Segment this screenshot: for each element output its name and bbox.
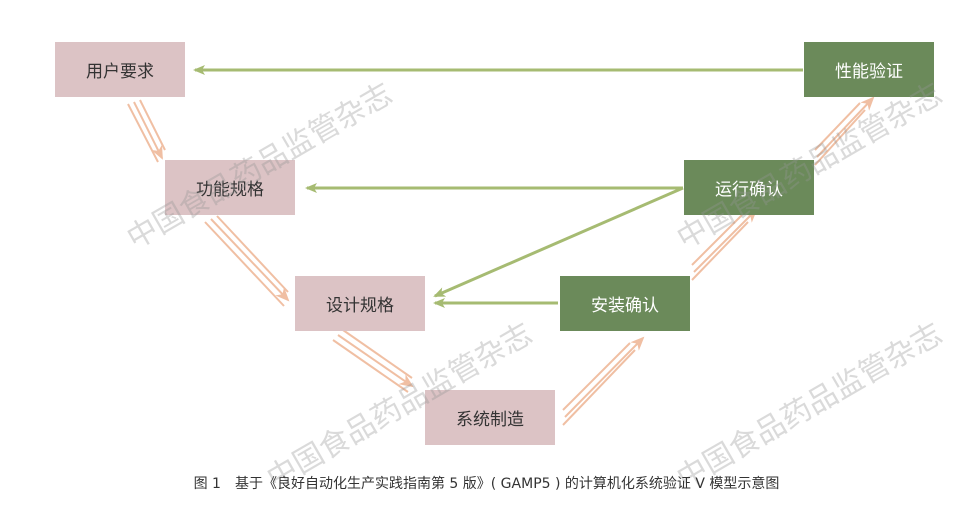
box-installation-qualification: 安装确认	[560, 276, 690, 331]
arrow-build-to-iq	[562, 336, 645, 426]
box-user-requirements: 用户要求	[55, 42, 185, 97]
box-system-build: 系统制造	[425, 390, 555, 445]
arrow-oq-to-pq	[814, 96, 875, 166]
arrow-design-to-build	[332, 329, 414, 393]
figure-caption: 图 1 基于《良好自动化生产实践指南第 5 版》( GAMP5 ) 的计算机化系…	[193, 476, 780, 492]
arrow-oq-to-design-spec	[433, 186, 684, 298]
box-operational-qualification: 运行确认	[684, 160, 814, 215]
arrow-func-to-design	[204, 215, 290, 307]
arrow-user-to-func	[127, 99, 166, 163]
arrow-iq-to-oq	[691, 208, 758, 281]
box-functional-spec: 功能规格	[165, 160, 295, 215]
box-performance-qualification: 性能验证	[804, 42, 934, 97]
box-design-spec: 设计规格	[295, 276, 425, 331]
